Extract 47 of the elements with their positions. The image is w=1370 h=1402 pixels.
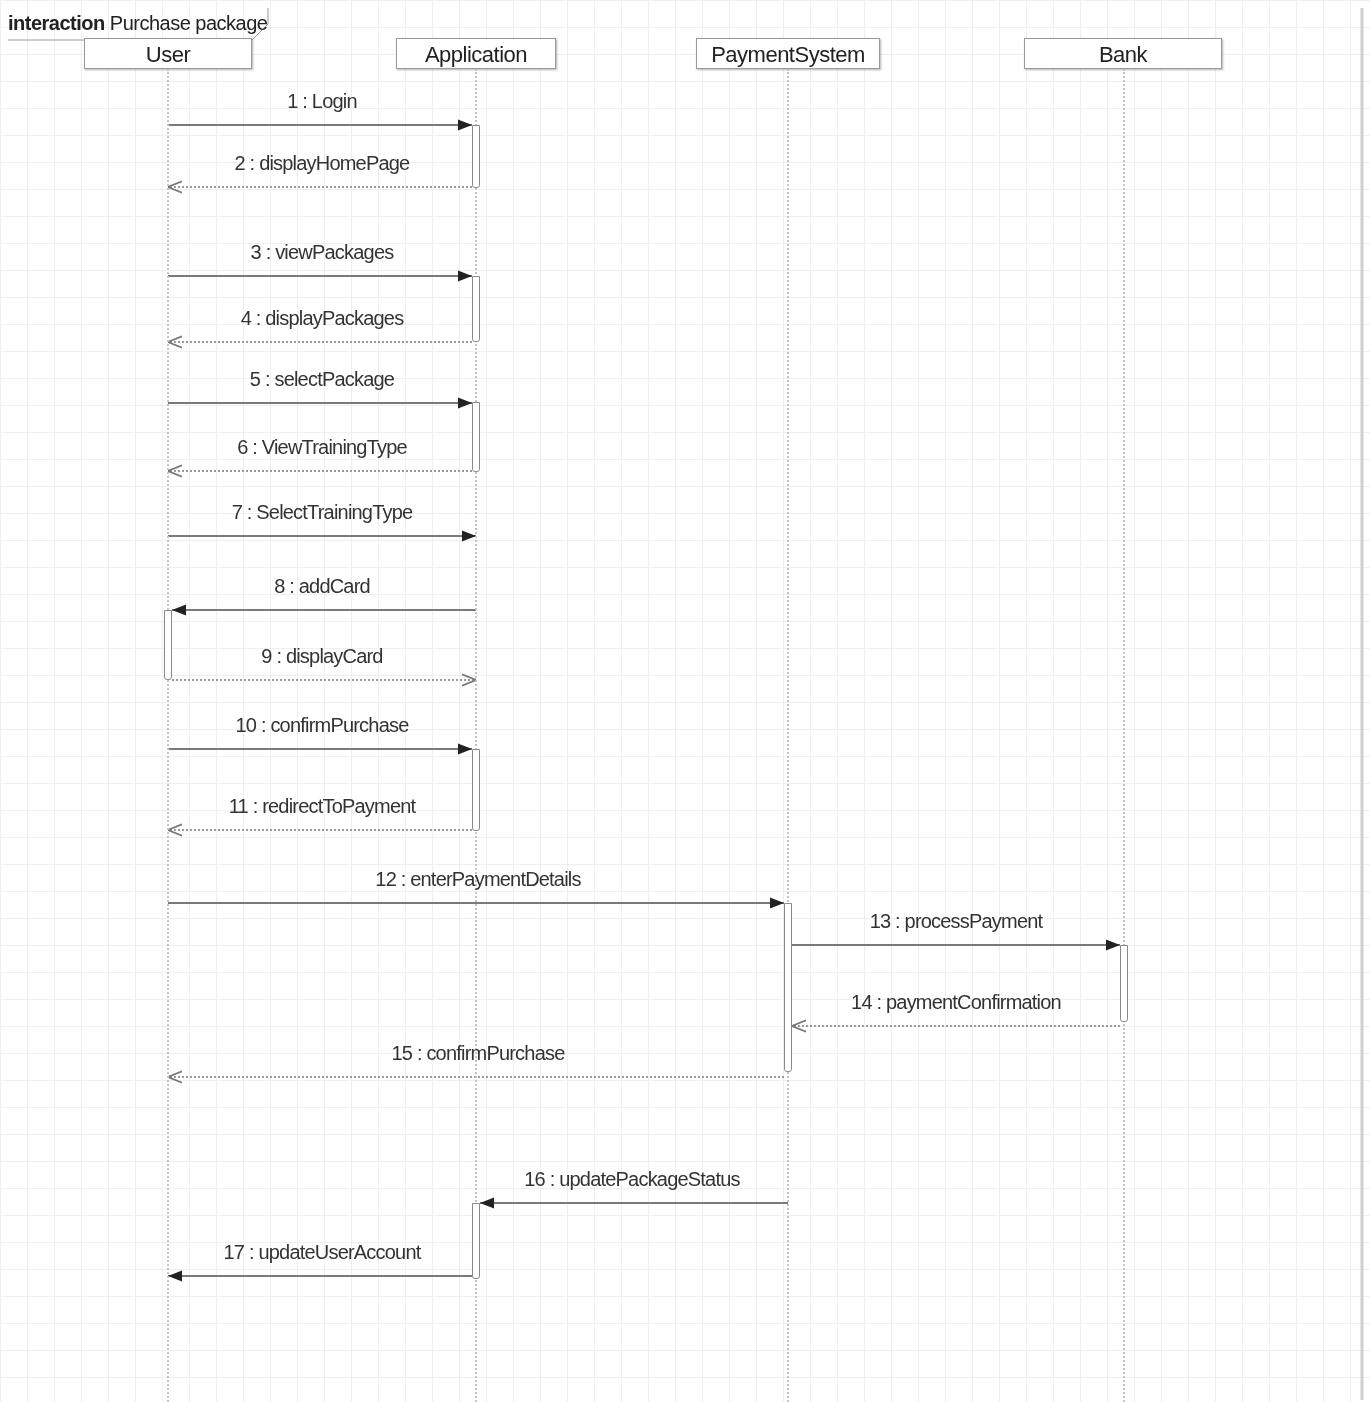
lifeline-head: Bank [1024,38,1222,69]
message-arrow [167,464,473,478]
message-label: 17 : updateUserAccount [223,1240,421,1264]
message-arrow [167,335,473,349]
message-arrow [167,180,473,194]
lifeline-head: Application [396,38,556,69]
message-label: 1 : Login [287,89,357,113]
message-label: 7 : SelectTrainingType [231,500,413,524]
message-arrow [167,270,473,282]
message-arrow [171,673,477,687]
message-arrow [171,604,477,616]
activation-bar [164,610,172,680]
message-label: 10 : confirmPurchase [235,713,409,737]
message-arrow [167,1270,473,1282]
message-arrow [167,1070,785,1084]
message-arrow [167,823,473,837]
message-arrow [167,897,785,909]
activation-bar [1120,945,1128,1022]
frame-title: interaction Purchase package [8,11,268,36]
message-arrow [167,397,473,409]
message-arrow [479,1197,789,1209]
message-label: 5 : selectPackage [249,367,395,391]
activation-bar [472,125,480,188]
message-arrow [167,530,477,542]
message-label: 3 : viewPackages [250,240,394,264]
message-label: 11 : redirectToPayment [228,794,416,818]
message-label: 13 : processPayment [869,909,1043,933]
lifeline-head: User [84,38,252,69]
message-arrow [167,743,473,755]
message-label: 15 : confirmPurchase [391,1041,565,1065]
activation-bar [784,903,792,1072]
message-label: 16 : updatePackageStatus [524,1167,740,1191]
message-label: 9 : displayCard [261,644,383,668]
message-arrow [791,939,1121,951]
message-label: 14 : paymentConfirmation [851,990,1061,1014]
message-label: 6 : ViewTrainingType [237,435,407,459]
message-label: 8 : addCard [274,574,370,598]
activation-bar [472,402,480,472]
lifeline-head: PaymentSystem [696,38,880,69]
activation-bar [472,276,480,342]
message-arrow [167,119,473,131]
message-arrow [791,1019,1121,1033]
message-label: 2 : displayHomePage [234,151,410,175]
message-label: 4 : displayPackages [240,306,404,330]
message-label: 12 : enterPaymentDetails [375,867,581,891]
activation-bar [472,1203,480,1279]
activation-bar [472,749,480,831]
